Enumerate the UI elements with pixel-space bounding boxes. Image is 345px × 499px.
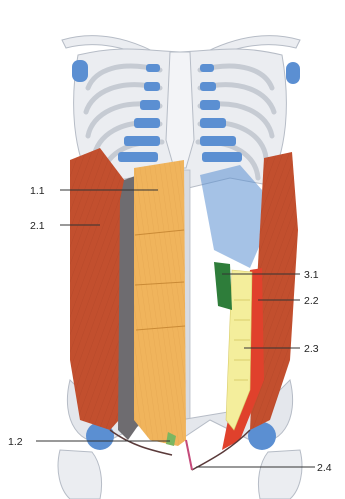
left-femur — [58, 450, 102, 499]
label-2-1: 2.1 — [30, 220, 45, 232]
sternum — [166, 52, 194, 168]
label-1-2: 1.2 — [8, 436, 23, 448]
right-internal-oblique — [200, 165, 262, 268]
label-3-1: 3.1 — [304, 269, 319, 281]
right-femur — [258, 450, 302, 499]
label-2-3: 2.3 — [304, 343, 319, 355]
linea-alba-end — [186, 440, 192, 470]
label-1-1: 1.1 — [30, 185, 45, 197]
label-2-4: 2.4 — [317, 462, 332, 474]
quadratus-lumborum — [214, 262, 232, 310]
label-2-2: 2.2 — [304, 295, 319, 307]
